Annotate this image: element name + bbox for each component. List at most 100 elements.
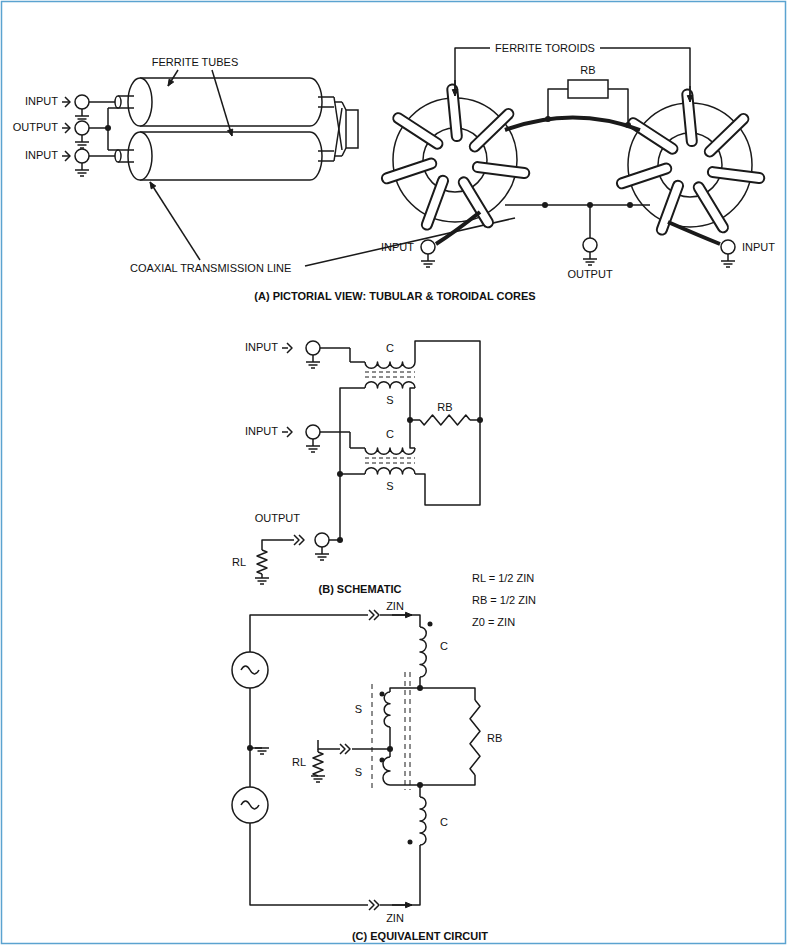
ground-symbol (306, 362, 320, 368)
wire (249, 688, 251, 787)
arrowhead (168, 79, 174, 86)
transformer-winding (365, 448, 415, 454)
circuit-label: INPUT (245, 341, 278, 354)
ground-symbol (315, 554, 329, 560)
wire (320, 431, 350, 433)
wire (349, 432, 351, 448)
resistor-symbol (420, 415, 470, 425)
coaxial-line-end (115, 150, 121, 162)
coax-connector (306, 425, 320, 439)
wire (410, 419, 420, 421)
wire (415, 341, 480, 505)
ground-symbol (721, 261, 735, 267)
connector-plug (287, 427, 292, 437)
connector-plug (287, 343, 292, 353)
coax-connector (75, 95, 89, 109)
coaxial-line (318, 97, 334, 107)
coax-winding (452, 90, 457, 136)
coaxial-line (318, 151, 334, 161)
wire (548, 89, 568, 119)
coax-winding (710, 119, 744, 151)
wire (334, 108, 342, 161)
circuit-label: C (440, 816, 448, 829)
coax-winding (699, 187, 723, 227)
coax-connector (315, 533, 329, 547)
wire (350, 361, 365, 363)
wire (419, 785, 421, 797)
polarity-dot (380, 692, 385, 697)
arrowhead (228, 129, 233, 136)
arrowhead (452, 90, 457, 96)
wire (317, 749, 319, 752)
circuit-label: C (386, 428, 394, 441)
circuit-label: Z0 = ZIN (472, 616, 515, 629)
resistor-symbol (470, 700, 480, 775)
ground-symbol (75, 142, 89, 148)
coax-winding (427, 181, 443, 225)
circuit-label: RB (437, 401, 452, 414)
connector-plug (374, 610, 379, 620)
arrowhead (406, 612, 412, 617)
coax-shield-lead (81, 135, 83, 142)
transformer-winding (365, 362, 415, 368)
circuit-label: OUTPUT (567, 268, 612, 281)
wire (89, 101, 115, 103)
figure-caption: (B) SCHEMATIC (319, 583, 402, 596)
junction-dot (627, 202, 633, 208)
circuit-label: INPUT (381, 241, 414, 254)
circuit-label: RL = 1/2 ZIN (472, 572, 534, 585)
coax-shield-lead (727, 254, 729, 261)
transformer-winding (365, 468, 415, 474)
connector-plug (294, 535, 299, 545)
coax-connector (75, 149, 89, 163)
ground-symbol (311, 776, 325, 782)
connector-plug (340, 744, 345, 754)
wire (389, 727, 391, 749)
leader-line (600, 48, 690, 98)
coax-winding (387, 164, 431, 179)
wire (349, 348, 351, 362)
wire (282, 431, 288, 433)
wire (380, 845, 420, 905)
resistor-symbol (257, 550, 267, 574)
arrowhead (406, 902, 412, 907)
transformer-core (365, 372, 415, 377)
circuit-label: OUTPUT (13, 121, 58, 134)
wire (62, 101, 70, 103)
coax-connector (306, 341, 320, 355)
circuit-label: COAXIAL TRANSMISSION LINE (130, 262, 291, 275)
ferrite-tube (140, 132, 322, 180)
wire (282, 347, 288, 349)
leader-line (168, 70, 178, 86)
wire (108, 149, 118, 151)
wire (470, 419, 480, 421)
resistor-symbol (313, 752, 323, 776)
coax-shield-lead (81, 163, 83, 170)
wire (318, 740, 340, 749)
connector-plug (369, 900, 374, 910)
circuit-label: C (386, 342, 394, 355)
circuit-label: S (355, 703, 362, 716)
coax-shield-lead (312, 439, 314, 446)
resistor-symbol (568, 80, 608, 98)
wire (352, 748, 390, 750)
circuit-label: INPUT (25, 149, 58, 162)
ground-symbol (306, 446, 320, 452)
ferrite-tube-end (128, 78, 152, 126)
coax-winding (475, 114, 509, 146)
coax-connector (583, 238, 597, 252)
ferrite-tube (140, 78, 322, 126)
wire (250, 823, 368, 905)
wire (329, 539, 340, 541)
coaxial-line (668, 222, 720, 244)
coax-winding (398, 118, 437, 143)
wire (380, 615, 420, 627)
circuit-label: C (440, 640, 448, 653)
junction-dot (105, 125, 111, 131)
coax-winding (699, 187, 723, 227)
wire (108, 107, 118, 109)
signal-source (232, 652, 268, 688)
circuit-label: S (386, 480, 393, 493)
